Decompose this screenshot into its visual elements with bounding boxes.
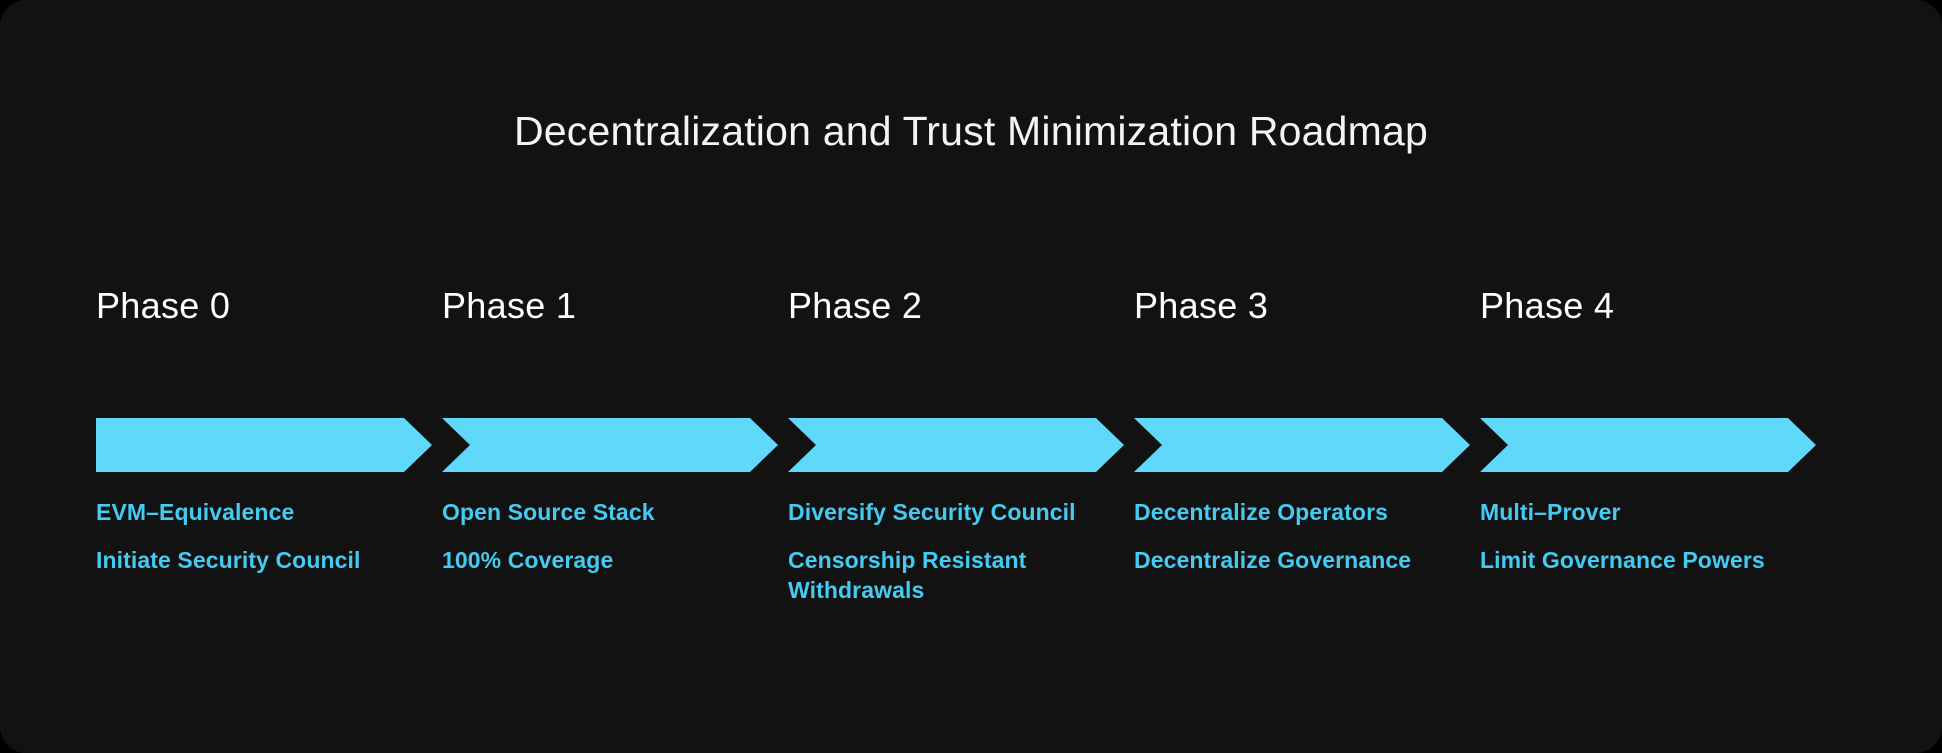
phase-heading-4: Phase 4	[1480, 285, 1615, 326]
phase-item: Multi–Prover	[1480, 499, 1621, 525]
phase-chevron-3	[1134, 418, 1470, 472]
phase-item: Open Source Stack	[442, 499, 655, 525]
phase-heading-1: Phase 1	[442, 285, 577, 326]
phase-items-4: Multi–Prover Limit Governance Powers	[1480, 497, 1810, 575]
phase-item: Decentralize Operators	[1134, 499, 1389, 525]
phase-item: EVM–Equivalence	[96, 499, 295, 525]
phase-chevron-4	[1480, 418, 1816, 472]
phase-column-1: Phase 1 Open Source Stack 100% Coverage	[442, 285, 788, 685]
phase-item: Decentralize Governance	[1134, 547, 1412, 573]
phase-chevron-1	[442, 418, 778, 472]
phase-item: Diversify Security Council	[788, 499, 1076, 525]
phase-column-4: Phase 4 Multi–Prover Limit Governance Po…	[1480, 285, 1826, 685]
phase-chevron-2	[788, 418, 1124, 472]
phase-items-2: Diversify Security Council Censorship Re…	[788, 497, 1118, 605]
phase-progress-bar	[96, 418, 1824, 472]
phase-item: 100% Coverage	[442, 547, 614, 573]
phase-column-2: Phase 2 Diversify Security Council Censo…	[788, 285, 1134, 685]
phase-heading-2: Phase 2	[788, 285, 923, 326]
phase-items-1: Open Source Stack 100% Coverage	[442, 497, 772, 575]
phase-chevron-0	[96, 418, 432, 472]
phase-items-3: Decentralize Operators Decentralize Gove…	[1134, 497, 1464, 575]
phase-heading-0: Phase 0	[96, 285, 231, 326]
phase-column-3: Phase 3 Decentralize Operators Decentral…	[1134, 285, 1480, 685]
phase-column-0: Phase 0 EVM–Equivalence Initiate Securit…	[96, 285, 442, 685]
phase-heading-3: Phase 3	[1134, 285, 1269, 326]
phase-item: Initiate Security Council	[96, 547, 361, 573]
phase-item: Limit Governance Powers	[1480, 547, 1765, 573]
phase-item: Censorship Resistant Withdrawals	[788, 547, 1027, 603]
page-title: Decentralization and Trust Minimization …	[513, 108, 1429, 154]
phase-items-0: EVM–Equivalence Initiate Security Counci…	[96, 497, 426, 575]
phase-columns: Phase 0 EVM–Equivalence Initiate Securit…	[96, 285, 1836, 685]
